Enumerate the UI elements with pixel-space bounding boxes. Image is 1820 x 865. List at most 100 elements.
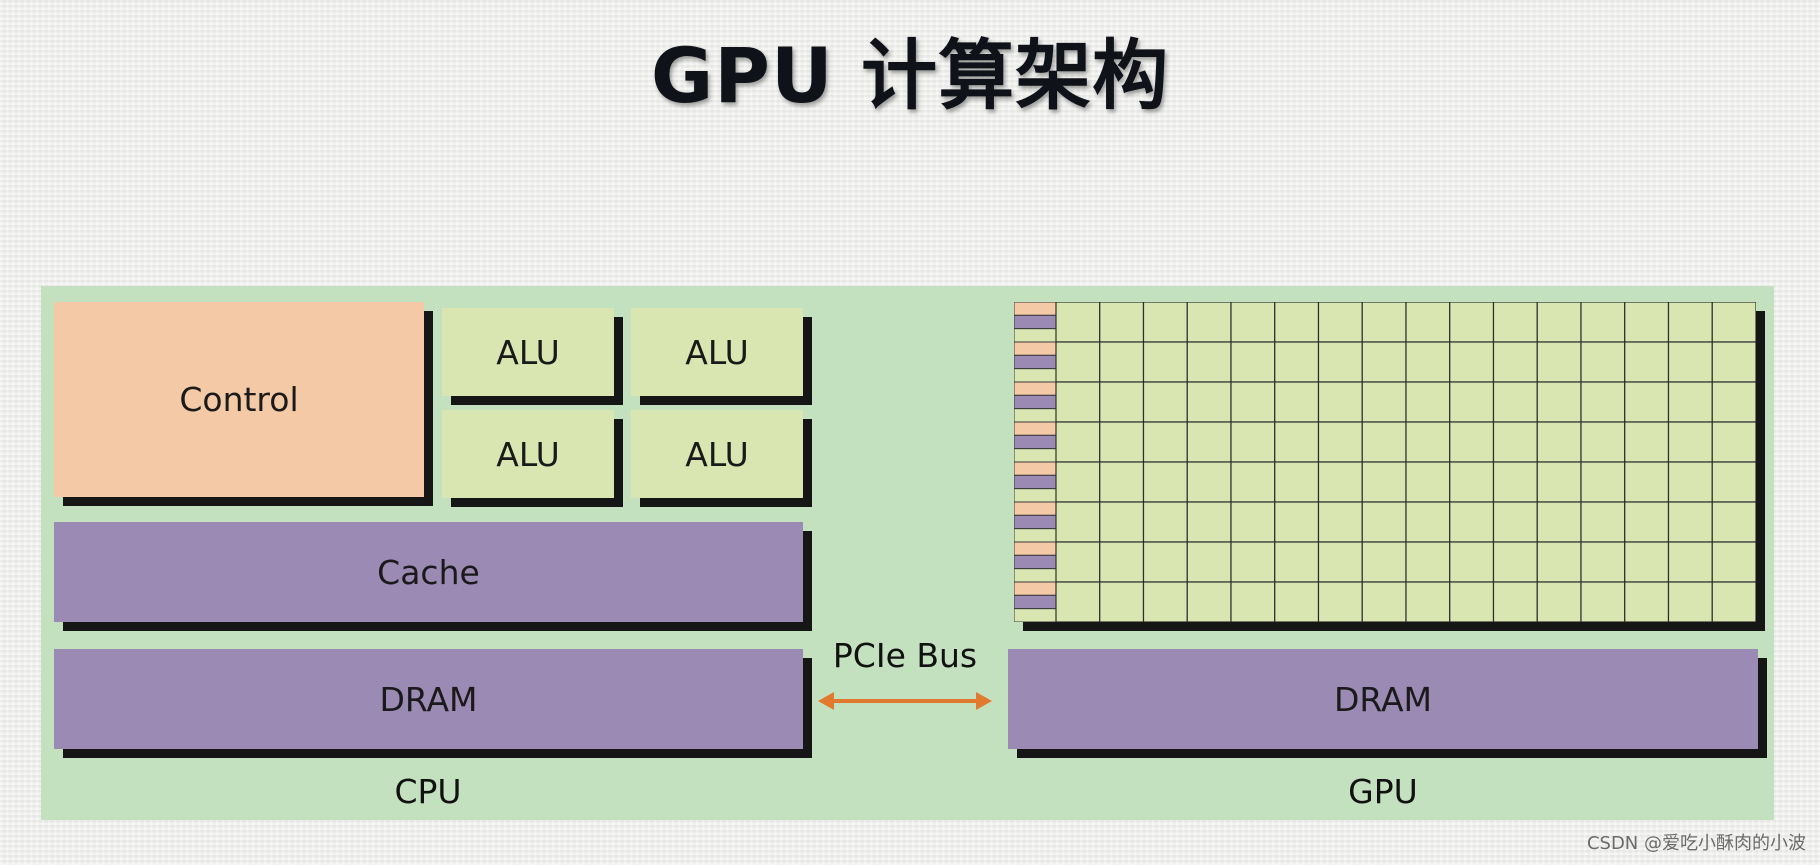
gpu-alu-cell bbox=[1230, 381, 1276, 423]
gpu-alu-cell bbox=[1274, 501, 1320, 543]
gpu-alu-cell bbox=[1274, 581, 1320, 622]
gpu-alu-cell bbox=[1711, 381, 1756, 423]
gpu-alu-cell bbox=[1361, 501, 1407, 543]
gpu-alu-cell bbox=[1405, 421, 1451, 463]
gpu-alu-cell bbox=[1580, 501, 1626, 543]
gpu-alu-cell bbox=[1230, 541, 1276, 583]
gpu-dram-block: DRAM bbox=[1008, 649, 1758, 749]
gpu-alu-cell bbox=[1186, 381, 1232, 423]
gpu-alu-cell bbox=[1667, 581, 1713, 622]
gpu-alu-cell bbox=[1099, 341, 1145, 383]
cpu-cache-block: Cache bbox=[54, 522, 803, 622]
gpu-alu-cell bbox=[1711, 461, 1756, 503]
gpu-alu-cell bbox=[1711, 541, 1756, 583]
gpu-alu-cell bbox=[1142, 461, 1188, 503]
gpu-alu-cell bbox=[1405, 581, 1451, 622]
gpu-control-cache-slice bbox=[1014, 341, 1057, 356]
gpu-alu-cell bbox=[1624, 541, 1670, 583]
gpu-alu-cell bbox=[1230, 302, 1276, 343]
gpu-alu-cell bbox=[1361, 302, 1407, 343]
gpu-alu-cell bbox=[1361, 341, 1407, 383]
gpu-alu-cell bbox=[1055, 421, 1101, 463]
gpu-control-cache-slice bbox=[1014, 408, 1057, 423]
gpu-alu-cell bbox=[1405, 341, 1451, 383]
cpu-control-label: Control bbox=[179, 380, 299, 419]
gpu-alu-cell bbox=[1099, 461, 1145, 503]
gpu-alu-cell bbox=[1317, 541, 1363, 583]
pcie-bus-label: PCIe Bus bbox=[832, 636, 978, 675]
gpu-alu-cell bbox=[1711, 581, 1756, 622]
gpu-alu-cell bbox=[1230, 581, 1276, 622]
gpu-alu-cell bbox=[1405, 461, 1451, 503]
gpu-alu-cell bbox=[1055, 501, 1101, 543]
gpu-alu-cell bbox=[1099, 421, 1145, 463]
gpu-alu-cell bbox=[1405, 541, 1451, 583]
gpu-alu-cell bbox=[1667, 501, 1713, 543]
gpu-control-cache-slice bbox=[1014, 461, 1057, 476]
gpu-alu-cell bbox=[1099, 381, 1145, 423]
gpu-alu-cell bbox=[1667, 341, 1713, 383]
bidirectional-arrow-icon bbox=[818, 692, 992, 710]
gpu-alu-cell bbox=[1449, 341, 1495, 383]
gpu-control-cache-slice bbox=[1014, 314, 1057, 330]
gpu-alu-cell bbox=[1186, 581, 1232, 622]
gpu-alu-cell bbox=[1230, 341, 1276, 383]
gpu-alu-cell bbox=[1055, 302, 1101, 343]
gpu-alu-cell bbox=[1624, 381, 1670, 423]
gpu-alu-cell bbox=[1711, 341, 1756, 383]
gpu-alu-cell bbox=[1055, 461, 1101, 503]
gpu-alu-cell bbox=[1624, 581, 1670, 622]
gpu-alu-cell bbox=[1186, 421, 1232, 463]
cpu-control-block: Control bbox=[54, 302, 424, 497]
gpu-alu-cell bbox=[1361, 541, 1407, 583]
gpu-alu-cell bbox=[1536, 381, 1582, 423]
gpu-alu-cell bbox=[1142, 421, 1188, 463]
gpu-control-cache-slice bbox=[1014, 354, 1057, 370]
gpu-alu-cell bbox=[1186, 341, 1232, 383]
gpu-alu-cell bbox=[1142, 302, 1188, 343]
gpu-alu-cell bbox=[1317, 421, 1363, 463]
gpu-alu-cell bbox=[1711, 302, 1756, 343]
gpu-control-cache-slice bbox=[1014, 608, 1057, 622]
gpu-alu-cell bbox=[1667, 421, 1713, 463]
cpu-alu-label: ALU bbox=[496, 434, 560, 474]
gpu-alu-cell bbox=[1055, 541, 1101, 583]
gpu-control-cache-slice bbox=[1014, 421, 1057, 436]
gpu-alu-array bbox=[1014, 302, 1756, 622]
gpu-alu-cell bbox=[1580, 581, 1626, 622]
gpu-alu-cell bbox=[1492, 381, 1538, 423]
gpu-alu-cell bbox=[1405, 501, 1451, 543]
gpu-alu-cell bbox=[1580, 341, 1626, 383]
gpu-alu-cell bbox=[1142, 501, 1188, 543]
gpu-alu-cell bbox=[1536, 421, 1582, 463]
gpu-caption: GPU bbox=[1348, 772, 1418, 811]
gpu-control-cache-slice bbox=[1014, 541, 1057, 556]
gpu-alu-cell bbox=[1536, 501, 1582, 543]
gpu-alu-cell bbox=[1667, 381, 1713, 423]
gpu-alu-cell bbox=[1580, 302, 1626, 343]
gpu-alu-cell bbox=[1536, 541, 1582, 583]
gpu-control-cache-slice bbox=[1014, 501, 1057, 516]
cpu-cache-label: Cache bbox=[377, 552, 480, 592]
cpu-alu-block: ALU bbox=[631, 410, 803, 498]
gpu-alu-cell bbox=[1405, 302, 1451, 343]
gpu-alu-cell bbox=[1142, 341, 1188, 383]
gpu-alu-cell bbox=[1624, 461, 1670, 503]
cpu-dram-block: DRAM bbox=[54, 649, 803, 749]
gpu-alu-cell bbox=[1449, 461, 1495, 503]
gpu-alu-cell bbox=[1230, 461, 1276, 503]
gpu-alu-cell bbox=[1186, 302, 1232, 343]
gpu-alu-cell bbox=[1492, 461, 1538, 503]
gpu-alu-cell bbox=[1142, 381, 1188, 423]
gpu-alu-cell bbox=[1230, 501, 1276, 543]
gpu-alu-cell bbox=[1099, 302, 1145, 343]
gpu-alu-cell bbox=[1624, 501, 1670, 543]
gpu-alu-cell bbox=[1492, 341, 1538, 383]
gpu-alu-cell bbox=[1624, 421, 1670, 463]
gpu-alu-cell bbox=[1274, 461, 1320, 503]
gpu-alu-cell bbox=[1274, 381, 1320, 423]
cpu-alu-label: ALU bbox=[685, 434, 749, 474]
gpu-alu-cell bbox=[1449, 381, 1495, 423]
cpu-alu-label: ALU bbox=[685, 332, 749, 372]
gpu-control-cache-slice bbox=[1014, 368, 1057, 383]
